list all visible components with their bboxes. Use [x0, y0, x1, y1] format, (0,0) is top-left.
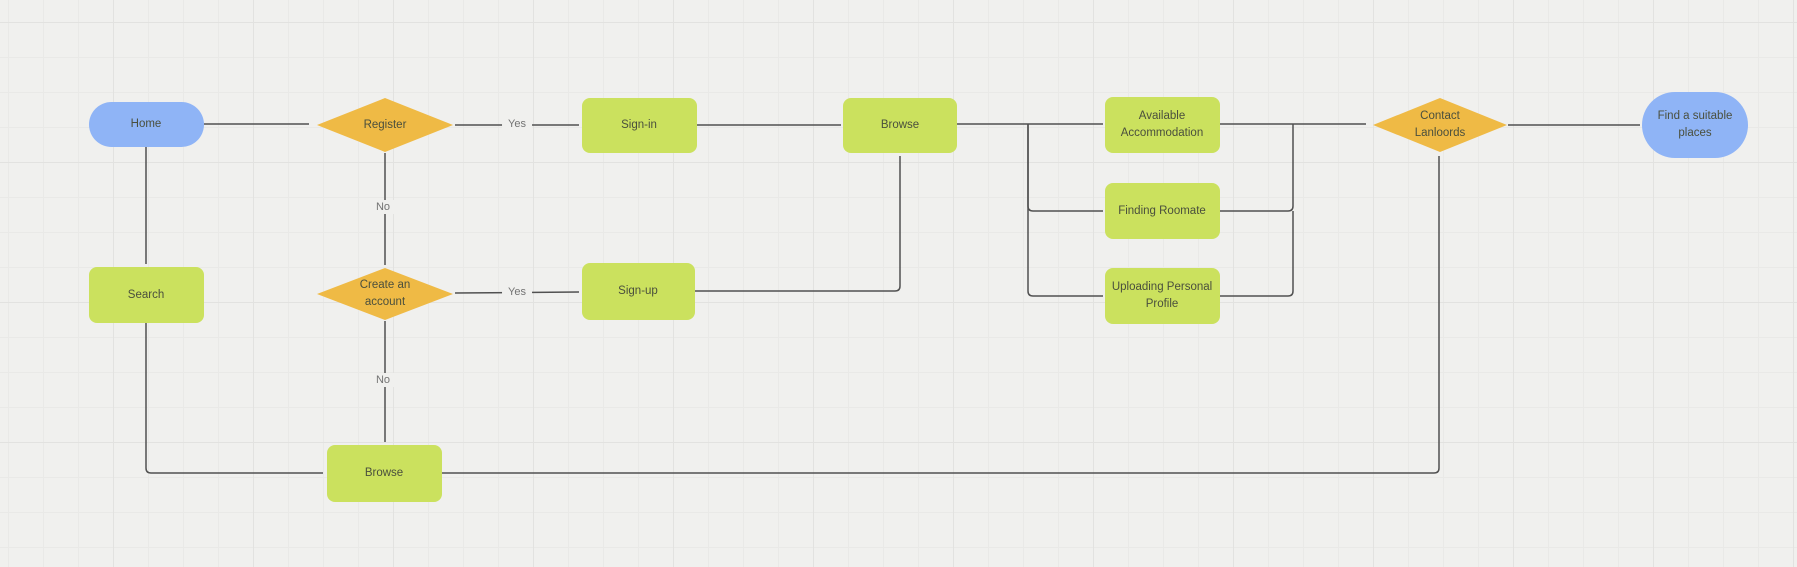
node-label-search: Search [127, 288, 165, 301]
node-browse-bottom[interactable]: Browse [326, 444, 442, 502]
node-find-a-suitable-places[interactable]: Find a suitable places [1642, 92, 1748, 158]
node-browse-top[interactable]: Browse [843, 97, 957, 153]
node-label-uploading-personal-profile: Uploading Personal Profile [1111, 281, 1213, 310]
edge-finding-roomate-to-merge[interactable] [1220, 124, 1294, 212]
edge-fanout-to-uploading-profile[interactable] [1027, 124, 1103, 297]
node-sign-up[interactable]: Sign-up [581, 262, 695, 320]
edge-sign-up-to-browse[interactable] [695, 156, 901, 292]
edge-label-create-account-to-sign-up[interactable]: Yes [502, 285, 532, 299]
node-label-contact-lanloords: Contact Lanloords [1414, 110, 1466, 139]
node-label-register: Register [363, 118, 407, 131]
node-search[interactable]: Search [88, 267, 204, 323]
node-label-available-accommodation: Available Accommodation [1120, 110, 1204, 139]
edge-search-to-browse-bottom[interactable] [145, 323, 323, 474]
node-available-accommodation[interactable]: Available Accommodation [1104, 97, 1220, 153]
node-label-create-an-account: Create an account [359, 279, 411, 308]
edge-fanout-to-finding-roomate[interactable] [1027, 124, 1103, 212]
node-sign-in[interactable]: Sign-in [581, 97, 697, 153]
node-home[interactable]: Home [88, 101, 204, 147]
node-finding-roomate[interactable]: Finding Roomate [1104, 183, 1220, 239]
edge-label-create-account-to-browse[interactable]: No [369, 373, 397, 387]
node-label-sign-in: Sign-in [621, 118, 657, 131]
edge-browse-bottom-to-contact[interactable] [442, 156, 1440, 474]
node-label-browse-top: Browse [880, 118, 920, 131]
node-label-find-a-suitable-places: Find a suitable places [1657, 110, 1733, 139]
node-label-browse-bottom: Browse [364, 466, 404, 479]
node-uploading-personal-profile[interactable]: Uploading Personal Profile [1104, 268, 1220, 324]
edge-label-register-to-sign-in[interactable]: Yes [502, 117, 532, 131]
edge-label-register-to-create-account[interactable]: No [369, 200, 397, 214]
node-label-finding-roomate: Finding Roomate [1118, 204, 1206, 217]
edge-uploading-profile-to-merge[interactable] [1220, 211, 1294, 297]
node-label-sign-up: Sign-up [618, 284, 658, 297]
node-label-home: Home [130, 117, 162, 130]
